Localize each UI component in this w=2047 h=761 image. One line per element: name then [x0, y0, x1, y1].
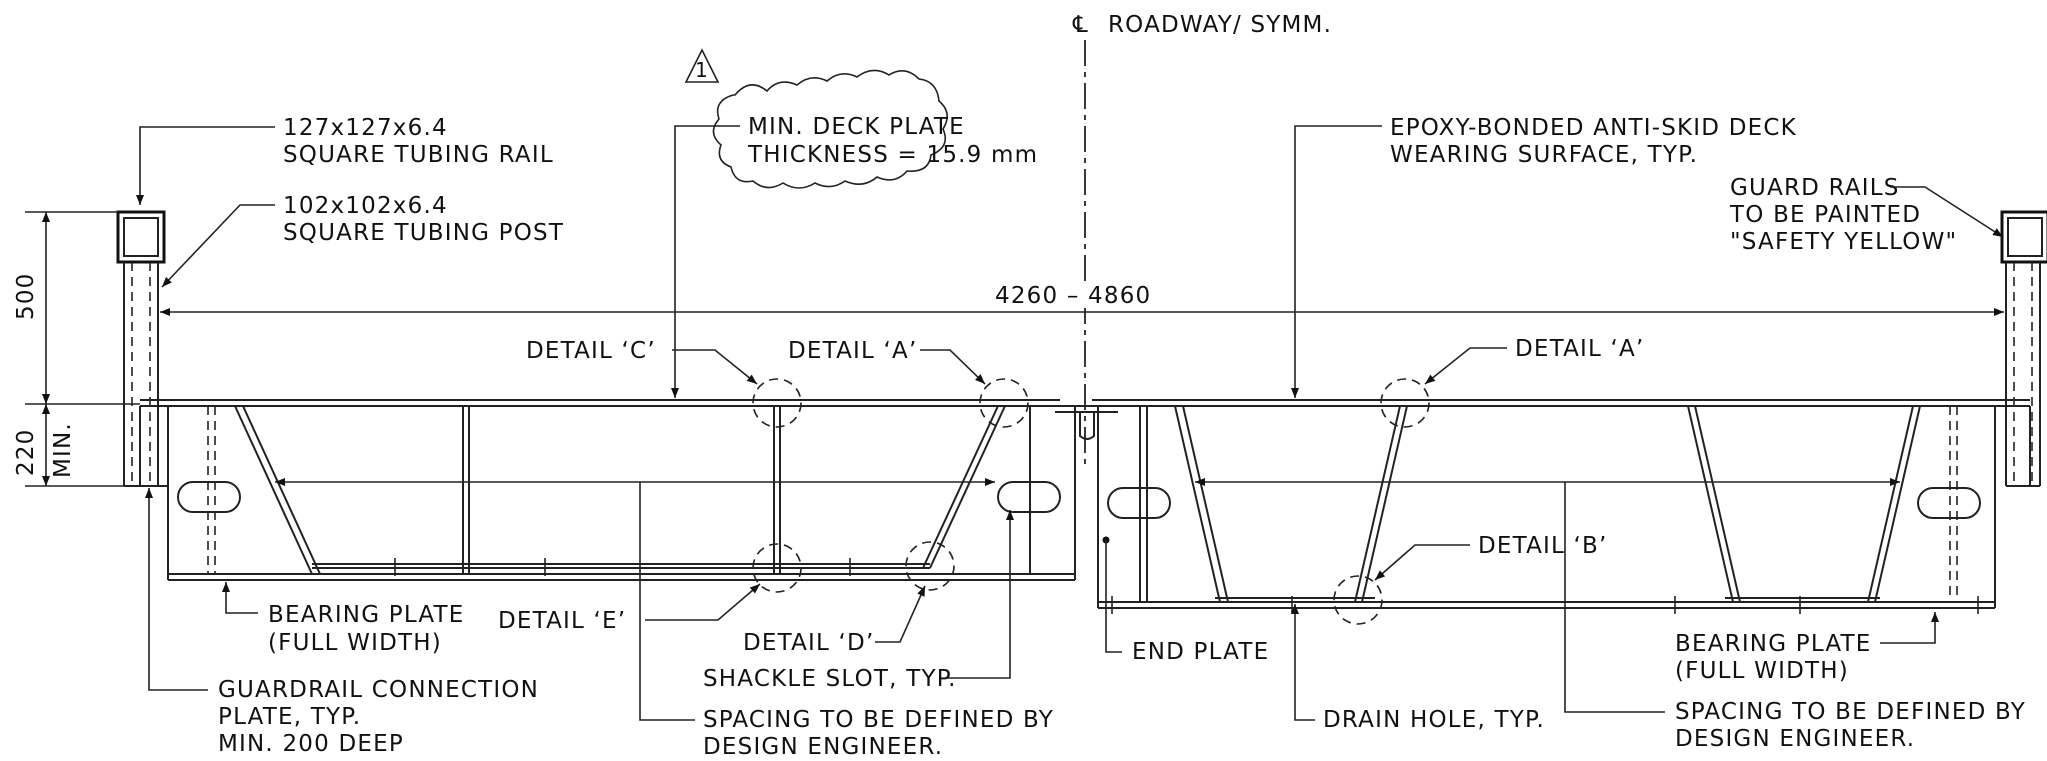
- depth-suffix-label: MIN.: [50, 422, 76, 478]
- centerline-label: ROADWAY/ SYMM.: [1108, 12, 1332, 38]
- depth-value-label: 220: [13, 429, 39, 477]
- revision-number: 1: [695, 58, 709, 82]
- spacing-right-line1: SPACING TO BE DEFINED BY: [1675, 699, 2026, 725]
- post-note-line2: SQUARE TUBING POST: [283, 220, 564, 246]
- detail-b-label: DETAIL ‘B’: [1478, 533, 1608, 559]
- detail-circles: [752, 378, 1430, 625]
- rail-note-line2: SQUARE TUBING RAIL: [283, 142, 554, 168]
- right-guardrail: [2000, 210, 2047, 487]
- drain-hole-note: DRAIN HOLE, TYP.: [1291, 604, 1545, 733]
- cloud-note-line2: THICKNESS = 15.9 mm: [747, 142, 1038, 168]
- end-plate-note: END PLATE: [1102, 536, 1269, 665]
- rail-note: 127x127x6.4 SQUARE TUBING RAIL: [136, 115, 554, 205]
- detail-a-right-label: DETAIL ‘A’: [1515, 336, 1645, 362]
- revision-cloud: MIN. DECK PLATE THICKNESS = 15.9 mm: [712, 69, 1038, 189]
- shackle-slot-note: SHACKLE SLOT, TYP.: [703, 510, 1014, 692]
- rail-height-label: 500: [13, 273, 39, 321]
- left-deck-module: [139, 399, 1076, 581]
- post-note-line1: 102x102x6.4: [283, 193, 448, 219]
- end-plate-label: END PLATE: [1132, 639, 1269, 665]
- centerline-symbol: ℄: [1072, 12, 1089, 38]
- right-deck-module: [1092, 399, 2031, 614]
- connection-note-line2: PLATE, TYP.: [218, 704, 361, 730]
- spacing-left-line2: DESIGN ENGINEER.: [703, 734, 943, 760]
- detail-a-left-label: DETAIL ‘A’: [788, 338, 918, 364]
- detail-a-right-callout: DETAIL ‘A’: [1424, 336, 1645, 385]
- guard-note-line1: GUARD RAILS: [1730, 175, 1900, 201]
- detail-e-label: DETAIL ‘E’: [498, 608, 626, 634]
- guard-note-line3: "SAFETY YELLOW": [1730, 229, 1957, 255]
- revision-triangle: 1: [684, 48, 720, 83]
- detail-c-callout: DETAIL ‘C’: [526, 338, 758, 385]
- deck-note-line1: EPOXY-BONDED ANTI-SKID DECK: [1390, 115, 1797, 141]
- height-dimensions: 500 220 MIN.: [13, 211, 140, 487]
- shackle-note: SHACKLE SLOT, TYP.: [703, 666, 957, 692]
- cloud-note-line1: MIN. DECK PLATE: [748, 114, 965, 140]
- detail-d-label: DETAIL ‘D’: [743, 630, 874, 656]
- spacing-left-note: SPACING TO BE DEFINED BY DESIGN ENGINEER…: [639, 482, 1054, 760]
- detail-e-callout: DETAIL ‘E’: [498, 583, 761, 634]
- bearing-plate-right-note: BEARING PLATE (FULL WIDTH): [1675, 612, 1939, 684]
- bearing-left-line1: BEARING PLATE: [268, 602, 465, 628]
- left-guardrail: [116, 210, 166, 487]
- cloud-leader: [671, 125, 740, 398]
- connection-note-line3: MIN. 200 DEEP: [218, 731, 404, 757]
- spacing-left-line1: SPACING TO BE DEFINED BY: [703, 707, 1054, 733]
- width-dimension: 4260 – 4860: [160, 282, 2004, 316]
- detail-d-callout: DETAIL ‘D’: [743, 585, 926, 656]
- guard-note-line2: TO BE PAINTED: [1729, 202, 1921, 228]
- bearing-left-line2: (FULL WIDTH): [268, 630, 442, 656]
- centerline: ℄ ROADWAY/ SYMM.: [1072, 12, 1332, 470]
- detail-a-left-callout: DETAIL ‘A’: [788, 338, 986, 385]
- connection-plate-note: GUARDRAIL CONNECTION PLATE, TYP. MIN. 20…: [145, 488, 539, 757]
- bearing-right-line2: (FULL WIDTH): [1675, 658, 1849, 684]
- bearing-plate-left-note: BEARING PLATE (FULL WIDTH): [222, 582, 465, 656]
- rail-note-line1: 127x127x6.4: [283, 115, 448, 141]
- drain-hole-label: DRAIN HOLE, TYP.: [1323, 707, 1545, 733]
- width-dimension-label: 4260 – 4860: [995, 283, 1151, 309]
- detail-c-label: DETAIL ‘C’: [526, 338, 656, 364]
- connection-note-line1: GUARDRAIL CONNECTION: [218, 677, 539, 703]
- spacing-right-note: SPACING TO BE DEFINED BY DESIGN ENGINEER…: [1564, 482, 2026, 752]
- guard-rail-note: GUARD RAILS TO BE PAINTED "SAFETY YELLOW…: [1729, 175, 2004, 255]
- spacing-right-line2: DESIGN ENGINEER.: [1675, 726, 1915, 752]
- deck-note-line2: WEARING SURFACE, TYP.: [1390, 142, 1698, 168]
- bearing-right-line1: BEARING PLATE: [1675, 631, 1872, 657]
- post-note: 102x102x6.4 SQUARE TUBING POST: [161, 193, 564, 288]
- deck-note: EPOXY-BONDED ANTI-SKID DECK WEARING SURF…: [1291, 115, 1797, 398]
- detail-b-callout: DETAIL ‘B’: [1374, 533, 1608, 581]
- center-joint: [1055, 405, 1118, 440]
